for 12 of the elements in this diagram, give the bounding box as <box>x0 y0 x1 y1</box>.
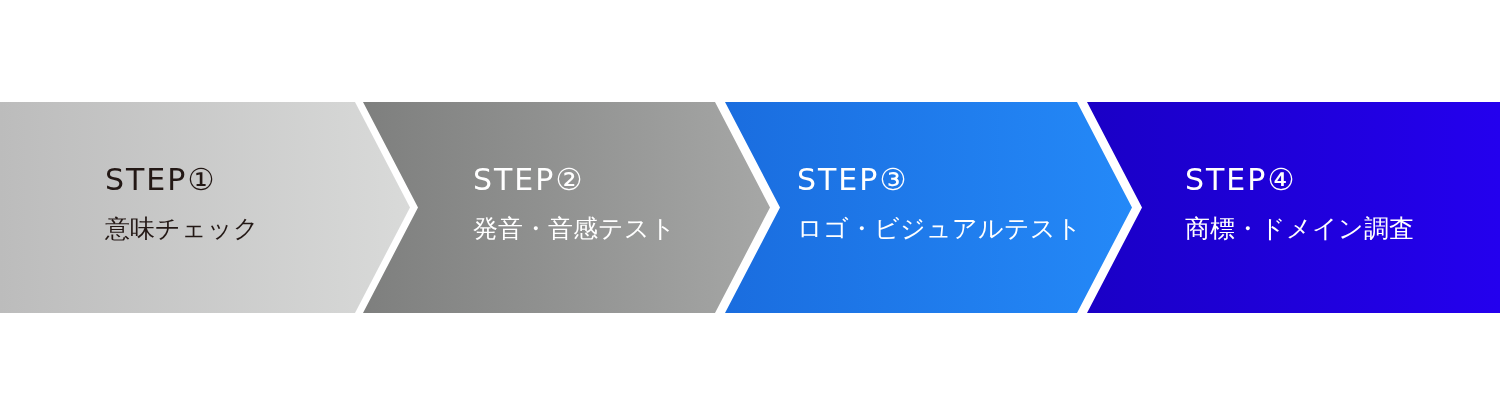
chevron-step <box>0 102 410 313</box>
step-label: ロゴ・ビジュアルテスト <box>797 213 1082 245</box>
step-heading: STEP② <box>473 162 585 197</box>
chevron-step <box>725 102 1132 313</box>
step-label: 発音・音感テスト <box>473 213 676 245</box>
step-heading: STEP④ <box>1185 162 1297 197</box>
chevron-step <box>363 102 770 313</box>
step-label: 商標・ドメイン調査 <box>1185 213 1414 245</box>
step-heading: STEP③ <box>797 162 909 197</box>
chevron-step <box>1087 102 1500 313</box>
step-label: 意味チェック <box>105 213 259 245</box>
step-heading: STEP① <box>105 162 217 197</box>
